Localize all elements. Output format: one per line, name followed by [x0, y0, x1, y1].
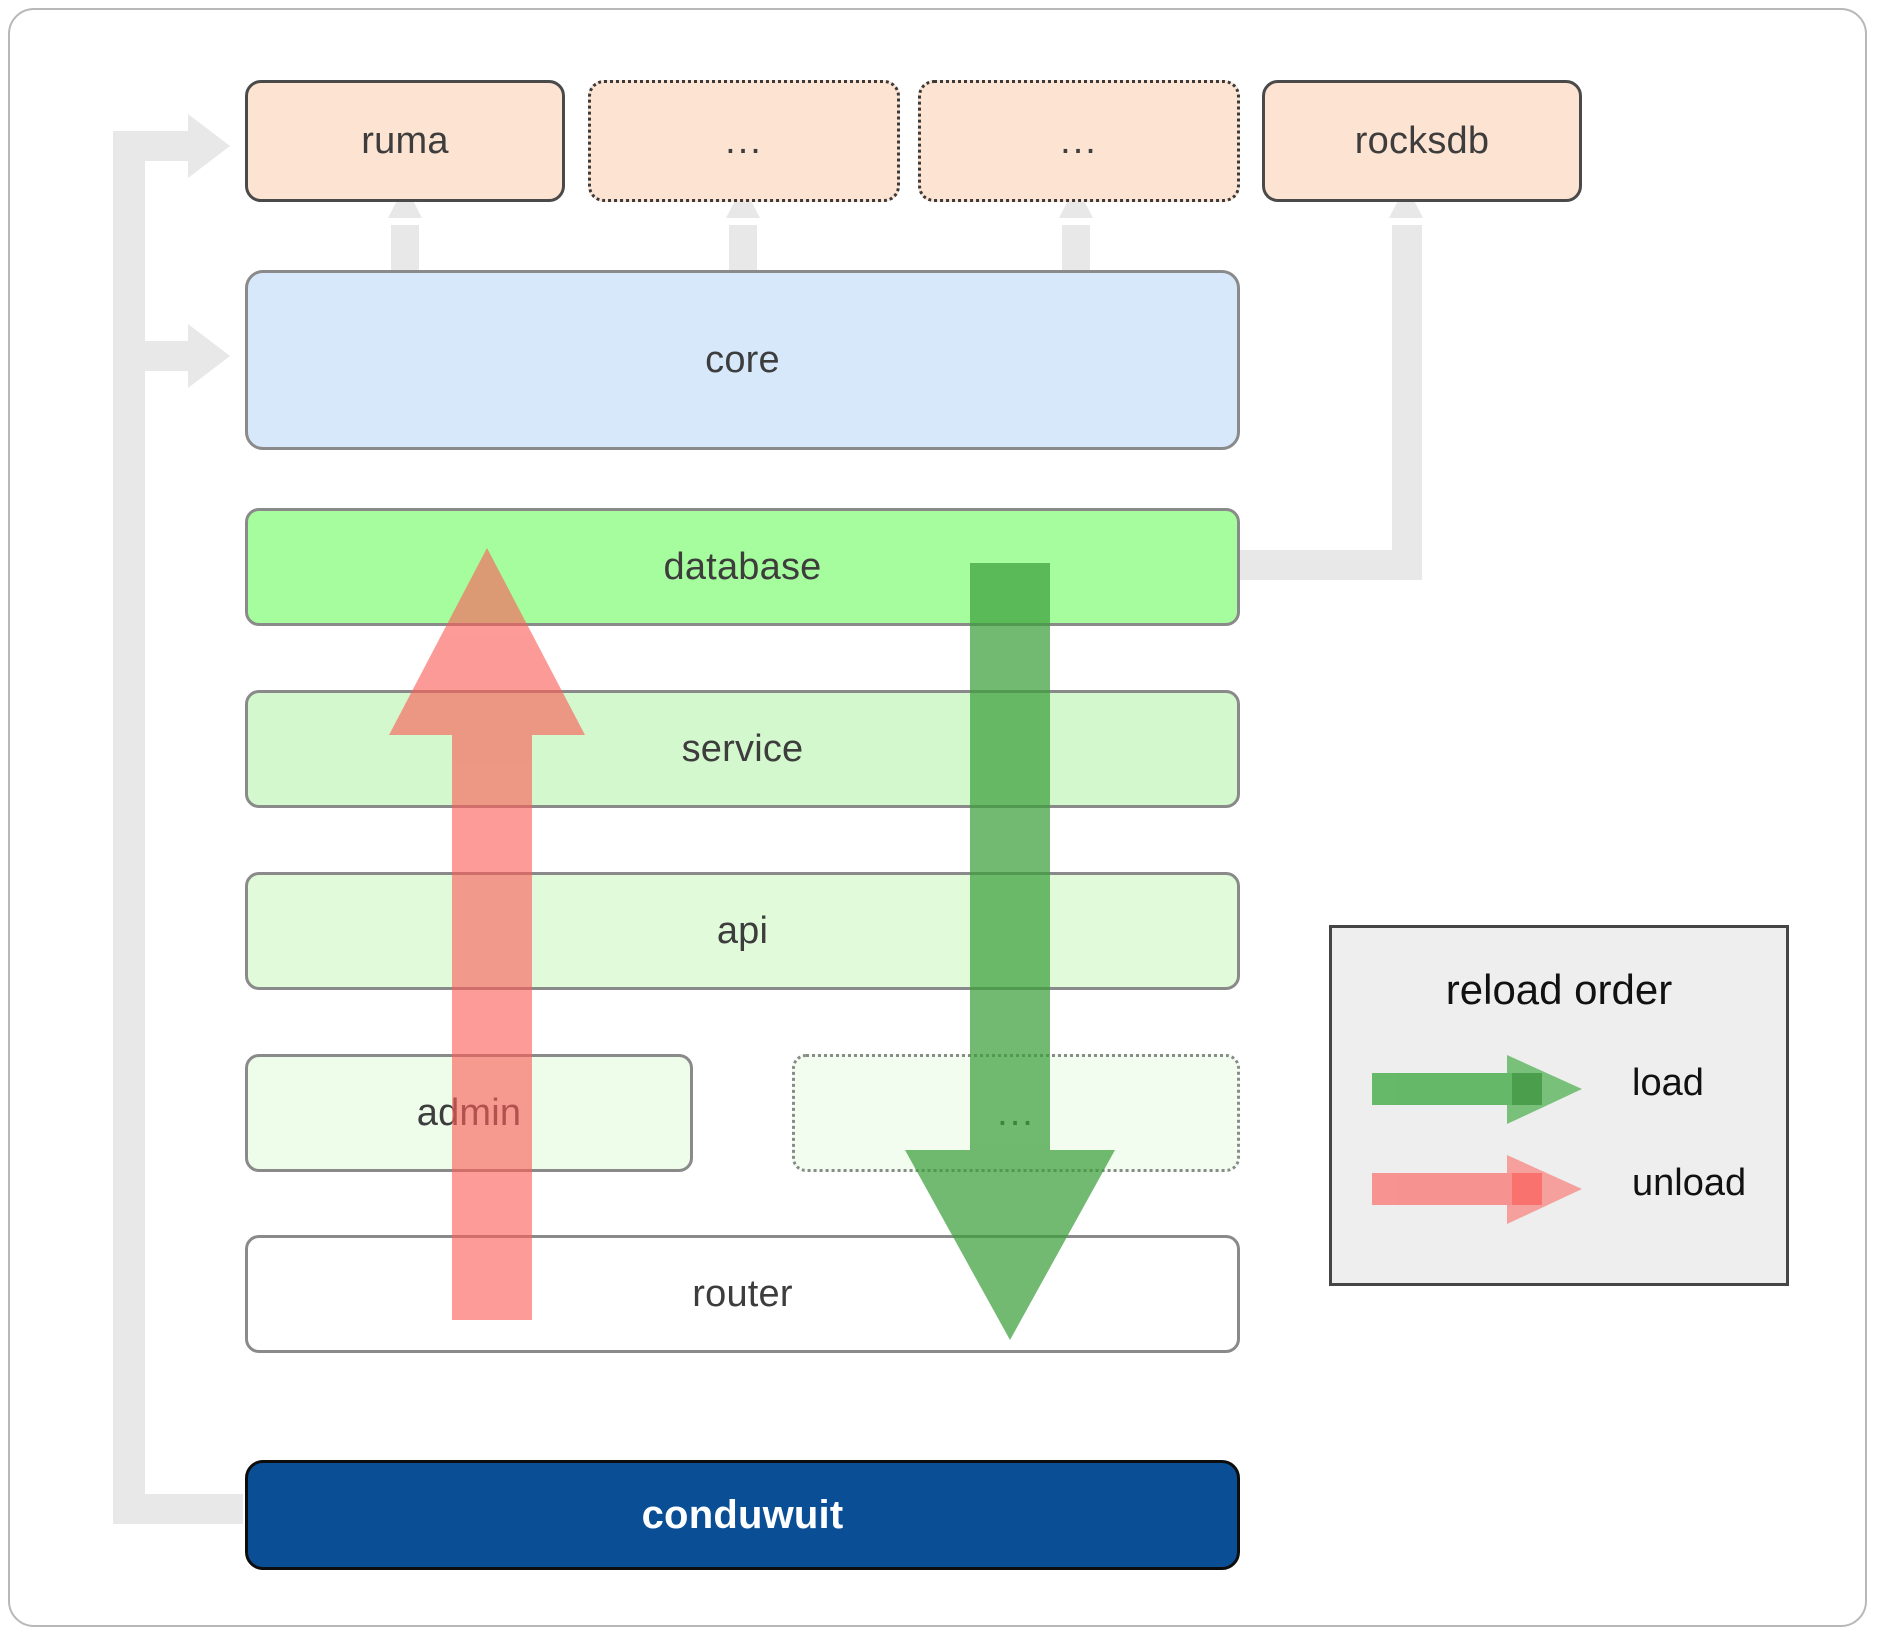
node-dep-ellipsis-2-label: ...: [1060, 119, 1098, 162]
node-api[interactable]: api: [245, 872, 1240, 990]
node-admin[interactable]: admin: [245, 1054, 693, 1172]
node-router-label: router: [692, 1272, 793, 1315]
node-service[interactable]: service: [245, 690, 1240, 808]
node-leaf-ellipsis[interactable]: ...: [792, 1054, 1240, 1172]
node-core-label: core: [705, 338, 780, 381]
legend-unload-label: unload: [1632, 1162, 1747, 1204]
node-admin-label: admin: [416, 1091, 522, 1134]
node-conduwuit[interactable]: conduwuit: [245, 1460, 1240, 1570]
node-router[interactable]: router: [245, 1235, 1240, 1353]
node-dep-ellipsis-1-label: ...: [725, 119, 763, 162]
legend-load-label: load: [1632, 1062, 1704, 1104]
node-ruma[interactable]: ruma: [245, 80, 565, 202]
node-database-label: database: [663, 545, 822, 588]
legend-load-arrow: [1372, 1055, 1582, 1124]
legend-title: reload order: [1445, 966, 1673, 1013]
node-dep-ellipsis-2[interactable]: ...: [918, 80, 1240, 202]
node-rocksdb[interactable]: rocksdb: [1262, 80, 1582, 202]
node-database[interactable]: database: [245, 508, 1240, 626]
node-core[interactable]: core: [245, 270, 1240, 450]
node-ruma-label: ruma: [361, 119, 449, 162]
node-leaf-ellipsis-label: ...: [997, 1091, 1035, 1134]
node-service-label: service: [681, 727, 804, 770]
legend-arrows: [1372, 1055, 1582, 1224]
node-dep-ellipsis-1[interactable]: ...: [588, 80, 900, 202]
outer-frame: [8, 8, 1867, 1627]
legend-unload-arrow: [1372, 1155, 1582, 1224]
node-conduwuit-label: conduwuit: [641, 1492, 844, 1537]
node-rocksdb-label: rocksdb: [1354, 119, 1490, 162]
legend-panel: reload order load unload: [1329, 925, 1789, 1286]
node-api-label: api: [716, 909, 769, 952]
